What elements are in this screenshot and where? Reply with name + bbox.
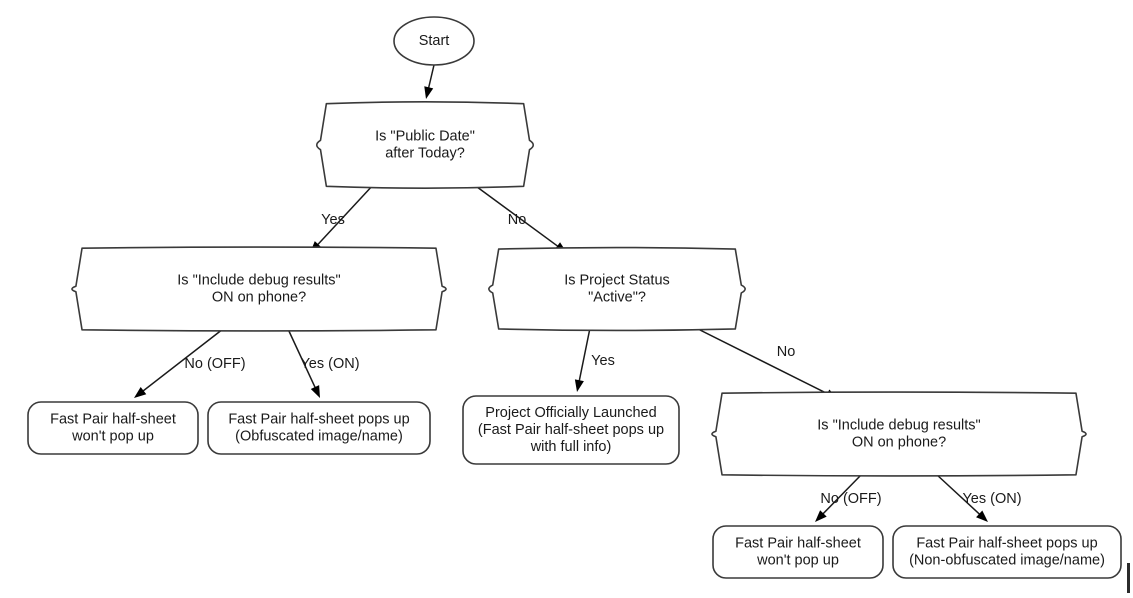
node-label: Start xyxy=(419,33,450,49)
edge-label-debug-right-on: Yes (ON) xyxy=(962,491,1021,507)
terminal-box xyxy=(462,395,680,465)
node-public-date[interactable]: Is "Public Date"after Today? xyxy=(315,101,535,189)
edge-line xyxy=(578,327,591,384)
edge-debug-right-on xyxy=(935,473,988,522)
decision-diamond xyxy=(71,246,447,332)
arrowhead-icon xyxy=(134,387,147,398)
node-label: Project Officially Launched(Fast Pair ha… xyxy=(478,405,664,455)
nodes-layer: Start Is "Public Date"after Today? Is "Inc… xyxy=(27,16,1122,579)
edge-line xyxy=(675,317,831,396)
edge-project-status-yes xyxy=(574,327,591,392)
node-launched-box[interactable]: Project Officially Launched(Fast Pair ha… xyxy=(462,395,680,465)
edge-label-project-status-no: No xyxy=(777,344,796,360)
arrowhead-icon xyxy=(976,510,988,522)
arrowhead-icon xyxy=(424,86,434,99)
edge-line xyxy=(472,183,561,249)
node-project-status[interactable]: Is Project Status"Active"? xyxy=(488,246,746,332)
node-label: Is Project Status"Active"? xyxy=(564,272,670,305)
node-debug-left[interactable]: Is "Include debug results"ON on phone? xyxy=(71,246,447,332)
node-label: Is "Include debug results"ON on phone? xyxy=(177,272,340,305)
decision-diamond xyxy=(711,391,1087,477)
arrowhead-icon xyxy=(815,510,827,522)
arrowhead-icon xyxy=(310,385,320,398)
terminal-box xyxy=(207,401,431,455)
edge-label-debug-right-off: No (OFF) xyxy=(820,491,881,507)
edge-debug-right-off xyxy=(815,473,863,522)
terminal-box xyxy=(27,401,199,455)
node-right-on-box[interactable]: Fast Pair half-sheet pops up(Non-obfusca… xyxy=(892,525,1122,579)
edge-label-debug-left-on: Yes (ON) xyxy=(300,356,359,372)
edge-artifact-right-edge-mark xyxy=(1127,563,1130,593)
decision-diamond xyxy=(315,101,535,189)
edge-line xyxy=(820,473,863,517)
start-ellipse xyxy=(393,16,475,66)
edge-line xyxy=(935,473,982,517)
node-label: Is "Include debug results"ON on phone? xyxy=(817,417,980,450)
edge-line xyxy=(315,183,375,247)
edge-debug-left-off xyxy=(134,328,224,398)
terminal-box xyxy=(892,525,1122,579)
node-left-on-box[interactable]: Fast Pair half-sheet pops up(Obfuscated … xyxy=(207,401,431,455)
edge-start-to-public-date xyxy=(424,64,435,99)
node-start[interactable]: Start xyxy=(393,16,475,66)
edge-label-public-date-no: No xyxy=(508,212,527,228)
edge-label-project-status-yes: Yes xyxy=(591,353,615,369)
node-label: Fast Pair half-sheet pops up(Obfuscated … xyxy=(228,411,409,444)
arrowhead-icon xyxy=(574,379,584,392)
edge-label-debug-left-off: No (OFF) xyxy=(184,356,245,372)
node-debug-right[interactable]: Is "Include debug results"ON on phone? xyxy=(711,391,1087,477)
edge-line xyxy=(427,64,435,91)
edge-label-public-date-yes: Yes xyxy=(321,212,345,228)
node-label: Fast Pair half-sheet pops up(Non-obfusca… xyxy=(909,535,1105,568)
edge-debug-left-on xyxy=(287,328,320,398)
terminal-box xyxy=(712,525,884,579)
decision-diamond xyxy=(488,246,746,332)
node-label: Is "Public Date"after Today? xyxy=(375,128,475,161)
edge-line xyxy=(287,328,317,391)
edge-line xyxy=(140,328,224,394)
